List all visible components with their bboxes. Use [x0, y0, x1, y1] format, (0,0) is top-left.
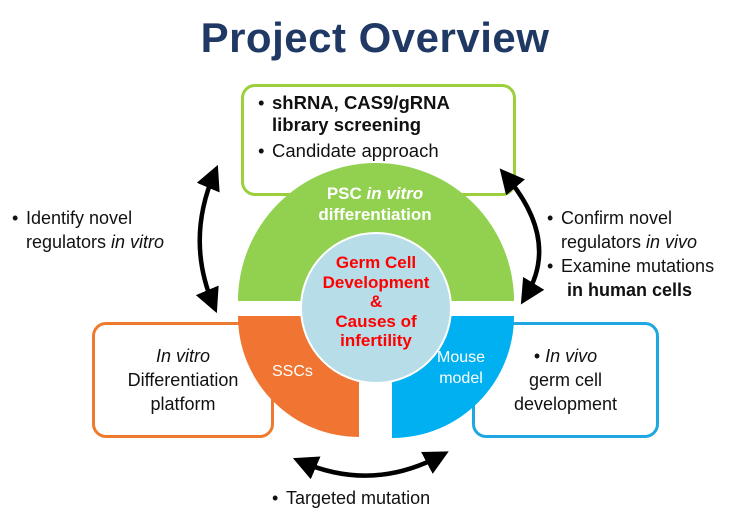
bottom-curved-arrow	[292, 451, 449, 480]
in-vivo-development-text: • In vivo germ cell development	[513, 346, 618, 414]
ssc-label: SSCs	[272, 363, 313, 380]
left-curved-arrow	[195, 164, 220, 314]
in-vitro-platform-text: In vitro Differentiation platform	[127, 346, 239, 414]
right-curved-arrow	[499, 168, 545, 305]
confirm-regulators-annotation: •Confirm novel regulators in vivo •Exami…	[547, 208, 715, 300]
center-label: Germ Cell Development & Causes of infert…	[322, 253, 430, 350]
center-circle	[300, 232, 452, 384]
targeted-mutation-annotation: •Targeted mutation	[272, 488, 431, 508]
page-title: Project Overview	[200, 14, 550, 61]
identify-regulators-annotation: •Identify novel regulators in vitro	[12, 208, 165, 252]
candidate-bullet: •Candidate approach	[258, 140, 439, 161]
psc-label: PSC in vitro differentiation	[318, 184, 432, 224]
screening-bullet: •shRNA, CAS9/gRNA library screening	[258, 92, 450, 135]
